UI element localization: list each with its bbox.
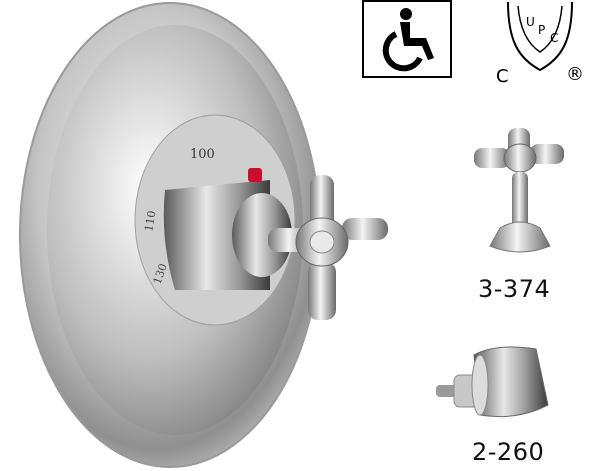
thermostatic-valve-trim-image: 100 110 130 [19,2,388,468]
dial-mark-100: 100 [190,147,215,162]
svg-text:P: P [538,23,545,37]
cartridge-icon [436,346,549,418]
dial-mark-110: 110 [142,210,158,233]
wheelchair-accessible-icon [362,0,452,78]
svg-text:C: C [550,31,558,45]
registered-mark: ® [566,64,584,85]
cartridge-part-number: 2-260 [472,438,545,466]
upc-certification-badge: U P C C ® [488,0,588,88]
handle-part-number: 3-374 [478,275,551,303]
upc-c-mark: C [496,66,509,87]
cross-handle-icon [474,128,564,253]
svg-text:U: U [526,15,535,29]
upc-shield-icon: U P C [507,1,573,72]
